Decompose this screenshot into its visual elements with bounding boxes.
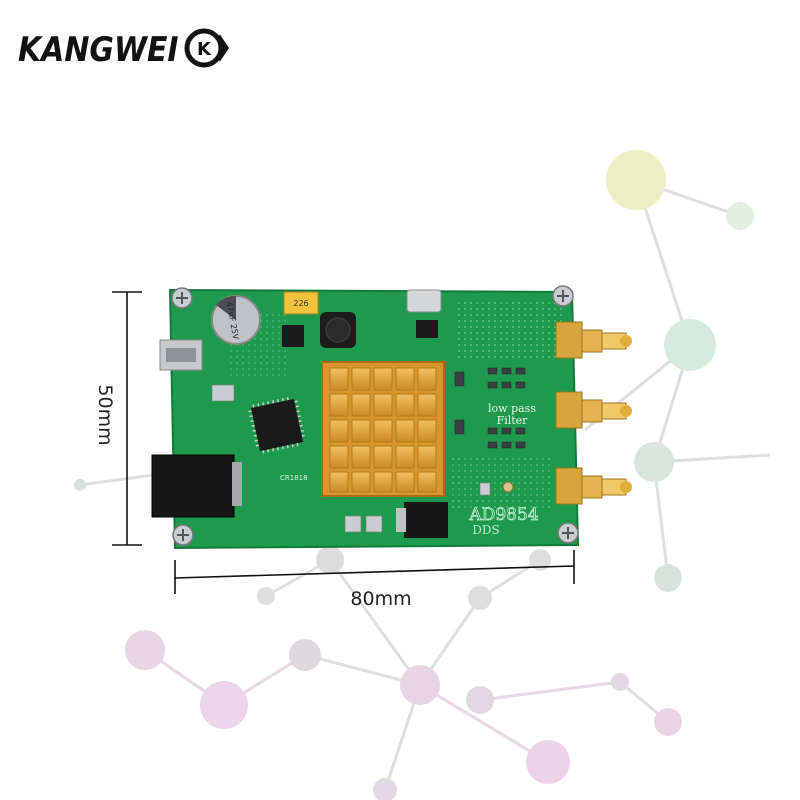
width-dimension-label: 80mm bbox=[350, 588, 412, 610]
small-ic bbox=[416, 320, 438, 338]
chip-sub-label: DDS bbox=[472, 523, 499, 537]
filter-label-line2: Filter bbox=[497, 414, 529, 427]
filter-label-line1: low pass bbox=[488, 402, 536, 415]
mounting-screws bbox=[171, 285, 579, 546]
brand-logo-icon: K bbox=[184, 28, 230, 68]
voltage-regulator bbox=[404, 502, 448, 538]
chip-name-label: AD9854 bbox=[468, 505, 538, 525]
silkscreen-label: CR1818 bbox=[280, 474, 308, 482]
tantalum-capacitor bbox=[283, 291, 319, 315]
microcontroller-chip bbox=[248, 397, 305, 454]
brand-mark-letter: K bbox=[197, 39, 212, 60]
filter-components bbox=[454, 367, 526, 449]
crystal-oscillator bbox=[406, 289, 442, 313]
svg-text:226: 226 bbox=[293, 299, 308, 308]
brand-logo-text: KANGWEI bbox=[18, 30, 179, 70]
dc-power-jack bbox=[151, 454, 235, 518]
regulator-ic bbox=[282, 325, 304, 347]
sma-connectors bbox=[555, 321, 632, 505]
heatsink bbox=[321, 361, 445, 497]
